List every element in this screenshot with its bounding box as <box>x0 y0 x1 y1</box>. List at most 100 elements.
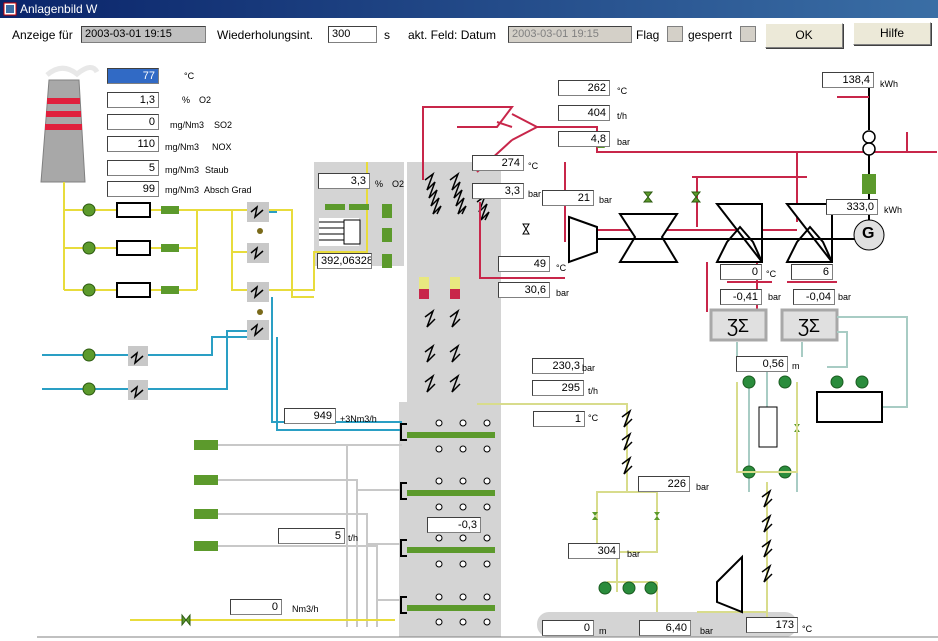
generator-power-field[interactable]: 333,0 <box>826 199 878 215</box>
esp-internals <box>319 204 392 268</box>
ok-button[interactable]: OK <box>765 23 843 48</box>
condenser-level-field[interactable]: 0,56 <box>736 356 788 372</box>
burner-rows <box>400 423 495 614</box>
generator-power-unit: kWh <box>884 205 902 215</box>
generator-power-top-field[interactable]: 138,4 <box>822 72 874 88</box>
svg-text:ƷΣ: ƷΣ <box>727 316 749 336</box>
feedwater-temp-field[interactable]: 1 <box>533 411 585 427</box>
feld-datetime-field: 2003-03-01 19:15 <box>508 26 632 43</box>
air-flow-unit: +3Nm3/h <box>340 414 377 424</box>
stack-absch-field[interactable]: 99 <box>107 181 159 197</box>
reheat-press-field[interactable]: 3,3 <box>472 183 524 199</box>
feld-label: akt. Feld: Datum <box>408 28 497 42</box>
main-steam-temp-unit: °C <box>617 86 628 96</box>
reheat-press-unit: bar <box>528 189 542 199</box>
exhaust-press-field[interactable]: 30,6 <box>498 282 550 298</box>
feedwater-heaters <box>621 408 773 583</box>
stack-nox-unit: mg/Nm3 <box>165 142 200 152</box>
generator-power-top-unit: kWh <box>880 79 898 89</box>
main-steam-temp-field[interactable]: 262 <box>558 80 610 96</box>
feedwater-press2-unit: bar <box>696 482 710 492</box>
flag-label: Flag <box>636 28 660 42</box>
svg-text:ƷΣ: ƷΣ <box>798 316 820 336</box>
air-lines <box>42 211 402 431</box>
stack-so2-field[interactable]: 0 <box>107 114 159 130</box>
condensers: ƷΣ ƷΣ <box>709 308 839 342</box>
stack-temp-unit: °C <box>184 71 195 81</box>
stack-so2-unit: mg/Nm3 <box>170 120 205 130</box>
window-title: Anlagenbild W <box>20 2 98 16</box>
air-preheaters <box>247 202 269 340</box>
process-diagram-svg: ƷΣ ƷΣ <box>37 65 938 638</box>
lp2-press-unit: bar <box>838 292 852 302</box>
lp2-press-field[interactable]: -0,04 <box>793 289 835 305</box>
condensate-system <box>742 375 800 479</box>
stack-o2-unit: % <box>182 95 191 105</box>
hilfe-button[interactable]: Hilfe <box>853 22 931 45</box>
stack-absch-unit: mg/Nm3 <box>165 185 200 195</box>
burner-nozzles <box>435 419 491 626</box>
tank-press-field[interactable]: 6,40 <box>639 620 691 636</box>
lp2-temp-field[interactable]: 6 <box>791 264 833 280</box>
lp1-press-field[interactable]: -0,41 <box>720 289 762 305</box>
stack-o2-field[interactable]: 1,3 <box>107 92 159 108</box>
toolbar: Anzeige für 2003-03-01 19:15 Wiederholun… <box>0 18 938 52</box>
stack-so2-name: SO2 <box>214 120 233 130</box>
feedwater-temp-unit: °C <box>588 413 599 423</box>
main-steam-flow-unit: t/h <box>617 111 628 121</box>
main-steam-press-field[interactable]: 4,8 <box>558 131 610 147</box>
app-icon <box>3 2 17 16</box>
main-steam-press-unit: bar <box>617 137 631 147</box>
hp-press-unit: bar <box>599 195 613 205</box>
gesperrt-label: gesperrt <box>688 28 733 42</box>
coal-flow-field[interactable]: 5 <box>278 528 345 544</box>
stack-staub-name: Staub <box>205 165 229 175</box>
tank-level-unit: m <box>599 626 607 636</box>
gas-valve-icon <box>181 613 191 627</box>
wiederholung-unit: s <box>384 28 390 42</box>
wiederholung-label: Wiederholungsint. <box>217 28 314 42</box>
gas-flow-field[interactable]: 0 <box>230 599 282 615</box>
tank-level-field[interactable]: 0 <box>542 620 594 636</box>
tank-temp-unit: °C <box>802 624 813 634</box>
feedwater-press2-field[interactable]: 226 <box>638 476 690 492</box>
stack-nox-field[interactable]: 110 <box>107 136 159 152</box>
exhaust-temp-field[interactable]: 49 <box>498 256 550 272</box>
process-diagram: ƷΣ ƷΣ <box>37 52 938 641</box>
generator-icon <box>837 72 885 251</box>
lp1-temp-unit: °C <box>766 269 777 279</box>
feedwater-press3-field[interactable]: 304 <box>568 543 620 559</box>
reheat-temp-field[interactable]: 274 <box>472 155 524 171</box>
stack-temp-field[interactable]: 77 <box>107 68 159 84</box>
feed-pumps <box>592 512 743 614</box>
coal-lines <box>217 444 402 627</box>
feedwater-flow-field[interactable]: 295 <box>532 380 584 396</box>
tank-temp-field[interactable]: 173 <box>746 617 798 633</box>
boiler-o2-unit: % <box>375 179 384 189</box>
flag-checkbox[interactable] <box>667 26 683 42</box>
coal-mills <box>194 440 218 551</box>
hp-press-field[interactable]: 21 <box>542 190 594 206</box>
boiler-o2-field[interactable]: 3,3 <box>318 173 370 189</box>
wiederholung-input[interactable]: 300 <box>328 26 377 43</box>
boiler-o2-name: O2 <box>392 179 405 189</box>
feedwater-press3-unit: bar <box>627 549 641 559</box>
boiler-counter-field[interactable]: 392,06328 <box>317 253 372 269</box>
stack-staub-field[interactable]: 5 <box>107 160 159 176</box>
air-flow-field[interactable]: 949 <box>284 408 336 424</box>
flue-fans <box>82 202 179 298</box>
main-steam-flow-field[interactable]: 404 <box>558 105 610 121</box>
exhaust-press-unit: bar <box>556 288 570 298</box>
title-bar: Anlagenbild W <box>0 0 938 18</box>
exhaust-temp-unit: °C <box>556 263 567 273</box>
reheat-temp-unit: °C <box>528 161 539 171</box>
gesperrt-checkbox[interactable] <box>740 26 756 42</box>
lp1-temp-field[interactable]: 0 <box>720 264 762 280</box>
gas-flow-unit: Nm3/h <box>292 604 319 614</box>
stack-o2-name: O2 <box>199 95 212 105</box>
tank-press-unit: bar <box>700 626 714 636</box>
generator-symbol: G <box>862 225 875 242</box>
pressure-diff-field[interactable]: -0,3 <box>427 517 481 533</box>
feedwater-press-field[interactable]: 230,3 <box>532 358 584 374</box>
anzeige-datetime-field[interactable]: 2003-03-01 19:15 <box>81 26 206 43</box>
